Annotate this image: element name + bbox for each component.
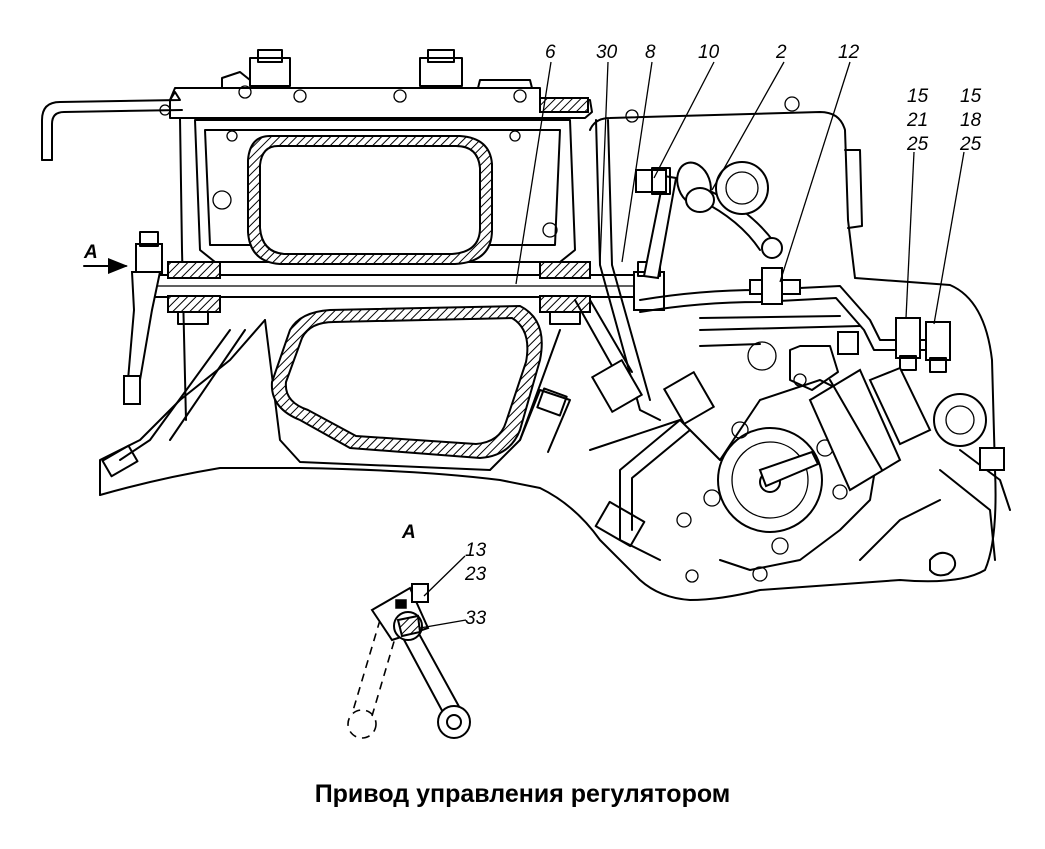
intake-manifold <box>194 119 576 265</box>
regulator-body <box>589 315 1011 583</box>
leader-lines <box>83 61 965 629</box>
figure-caption: Привод управления регулятором <box>314 780 731 808</box>
view-title: A <box>401 522 416 543</box>
callout-25-right: 25 <box>959 134 982 155</box>
callout-15-left: 15 <box>907 86 929 107</box>
callout-10: 10 <box>698 42 720 63</box>
lower-manifold <box>101 304 571 478</box>
callout-labels: A A 6 30 8 10 2 12 15 21 25 15 18 25 13 … <box>83 42 982 629</box>
callout-15-right: 15 <box>960 86 982 107</box>
callout-18: 18 <box>960 110 982 131</box>
view-a-lever <box>347 583 471 739</box>
callout-25-left: 25 <box>906 134 929 155</box>
callout-6: 6 <box>545 42 556 63</box>
linkage-rods <box>574 96 951 561</box>
callout-8: 8 <box>645 42 656 63</box>
callout-30: 30 <box>596 42 618 63</box>
housing-outline <box>41 49 997 601</box>
callout-21: 21 <box>906 110 928 131</box>
callout-2: 2 <box>775 42 787 63</box>
callout-23: 23 <box>464 564 487 585</box>
callout-33: 33 <box>465 608 487 629</box>
callout-13: 13 <box>465 540 487 561</box>
control-shaft <box>123 167 678 405</box>
callout-12: 12 <box>838 42 860 63</box>
view-arrow-label: A <box>83 242 98 263</box>
